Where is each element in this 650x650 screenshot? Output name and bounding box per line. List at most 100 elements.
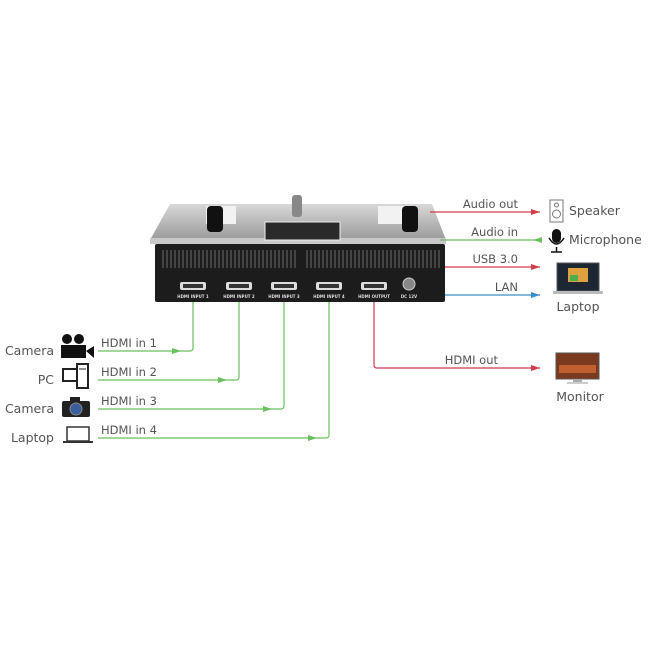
vent: [422, 250, 424, 268]
vent: [214, 250, 216, 268]
vent: [430, 250, 432, 268]
vent: [342, 250, 344, 268]
vent: [378, 250, 380, 268]
vent: [210, 250, 212, 268]
vent: [346, 250, 348, 268]
vent: [326, 250, 328, 268]
vent: [374, 250, 376, 268]
vent: [414, 250, 416, 268]
port-label: HDMI INPUT 4: [313, 294, 345, 299]
arrowhead: [531, 209, 540, 215]
vent: [318, 250, 320, 268]
vent: [182, 250, 184, 268]
arrowhead: [531, 264, 540, 270]
vent: [386, 250, 388, 268]
device-label: Camera: [5, 401, 54, 416]
speaker-icon: [549, 199, 564, 223]
t-bar-icon: [292, 195, 302, 217]
device-label: Monitor: [556, 389, 604, 404]
device-label: Speaker: [569, 203, 621, 218]
vent: [238, 250, 240, 268]
vent: [162, 250, 164, 268]
vent: [266, 250, 268, 268]
arrowhead: [172, 348, 181, 354]
dc-power-port: [402, 277, 416, 291]
monitor-icon: [555, 352, 600, 384]
vent: [306, 250, 308, 268]
vent: [290, 250, 292, 268]
vent: [286, 250, 288, 268]
connection-label: HDMI in 2: [101, 365, 157, 379]
hdmi-input-line: [98, 302, 285, 410]
port-label: HDMI INPUT 2: [223, 294, 255, 299]
laptop-icon: [553, 262, 603, 294]
hdmi-input-line: [98, 302, 330, 439]
vent: [206, 250, 208, 268]
vent: [270, 250, 272, 268]
vent: [250, 250, 252, 268]
vent: [410, 250, 412, 268]
vent: [426, 250, 428, 268]
arrowhead: [263, 406, 272, 412]
arrowhead: [218, 377, 227, 383]
vent: [330, 250, 332, 268]
vent: [366, 250, 368, 268]
hdmi-port-slot: [364, 284, 384, 288]
connection-label: HDMI in 4: [101, 423, 157, 437]
vent: [438, 250, 440, 268]
vent: [362, 250, 364, 268]
hdmi-port-slot: [319, 284, 339, 288]
device-label: PC: [38, 372, 55, 387]
vent: [402, 250, 404, 268]
device-label: Camera: [5, 343, 54, 358]
vent: [338, 250, 340, 268]
photo-camera-icon: [62, 397, 90, 417]
arrowhead: [533, 237, 542, 243]
vent: [262, 250, 264, 268]
vent: [322, 250, 324, 268]
hdmi-port-slot: [229, 284, 249, 288]
vent: [190, 250, 192, 268]
pc-icon: [62, 363, 89, 389]
vent: [218, 250, 220, 268]
vent: [358, 250, 360, 268]
connection-label: HDMI out: [445, 353, 499, 367]
vent: [226, 250, 228, 268]
hdmi-port-slot: [183, 284, 203, 288]
device-label: Laptop: [11, 430, 54, 445]
vent: [254, 250, 256, 268]
device-label: Laptop: [556, 299, 599, 314]
vent: [418, 250, 420, 268]
vent: [258, 250, 260, 268]
vent: [334, 250, 336, 268]
port-label: DC 12V: [401, 294, 418, 299]
vent: [202, 250, 204, 268]
hdmi-input-line: [98, 302, 194, 352]
video-camera-icon: [61, 334, 94, 358]
port-label: HDMI OUTPUT: [358, 294, 390, 299]
vent: [398, 250, 400, 268]
connection-label: HDMI in 3: [101, 394, 157, 408]
connection-label: LAN: [495, 280, 518, 294]
vent: [310, 250, 312, 268]
knob-icon: [402, 206, 418, 232]
vent: [234, 250, 236, 268]
arrowhead: [531, 365, 540, 371]
hdmi-port-slot: [274, 284, 294, 288]
knob-icon: [207, 206, 223, 232]
laptop-icon: [63, 426, 93, 443]
vent: [370, 250, 372, 268]
vent: [186, 250, 188, 268]
vent: [350, 250, 352, 268]
port-label: HDMI INPUT 1: [177, 294, 209, 299]
vent: [230, 250, 232, 268]
vent: [194, 250, 196, 268]
vent: [434, 250, 436, 268]
vent: [246, 250, 248, 268]
connection-label: Audio in: [471, 225, 518, 239]
vent: [178, 250, 180, 268]
vent: [170, 250, 172, 268]
vent: [354, 250, 356, 268]
vent: [174, 250, 176, 268]
vent: [294, 250, 296, 268]
